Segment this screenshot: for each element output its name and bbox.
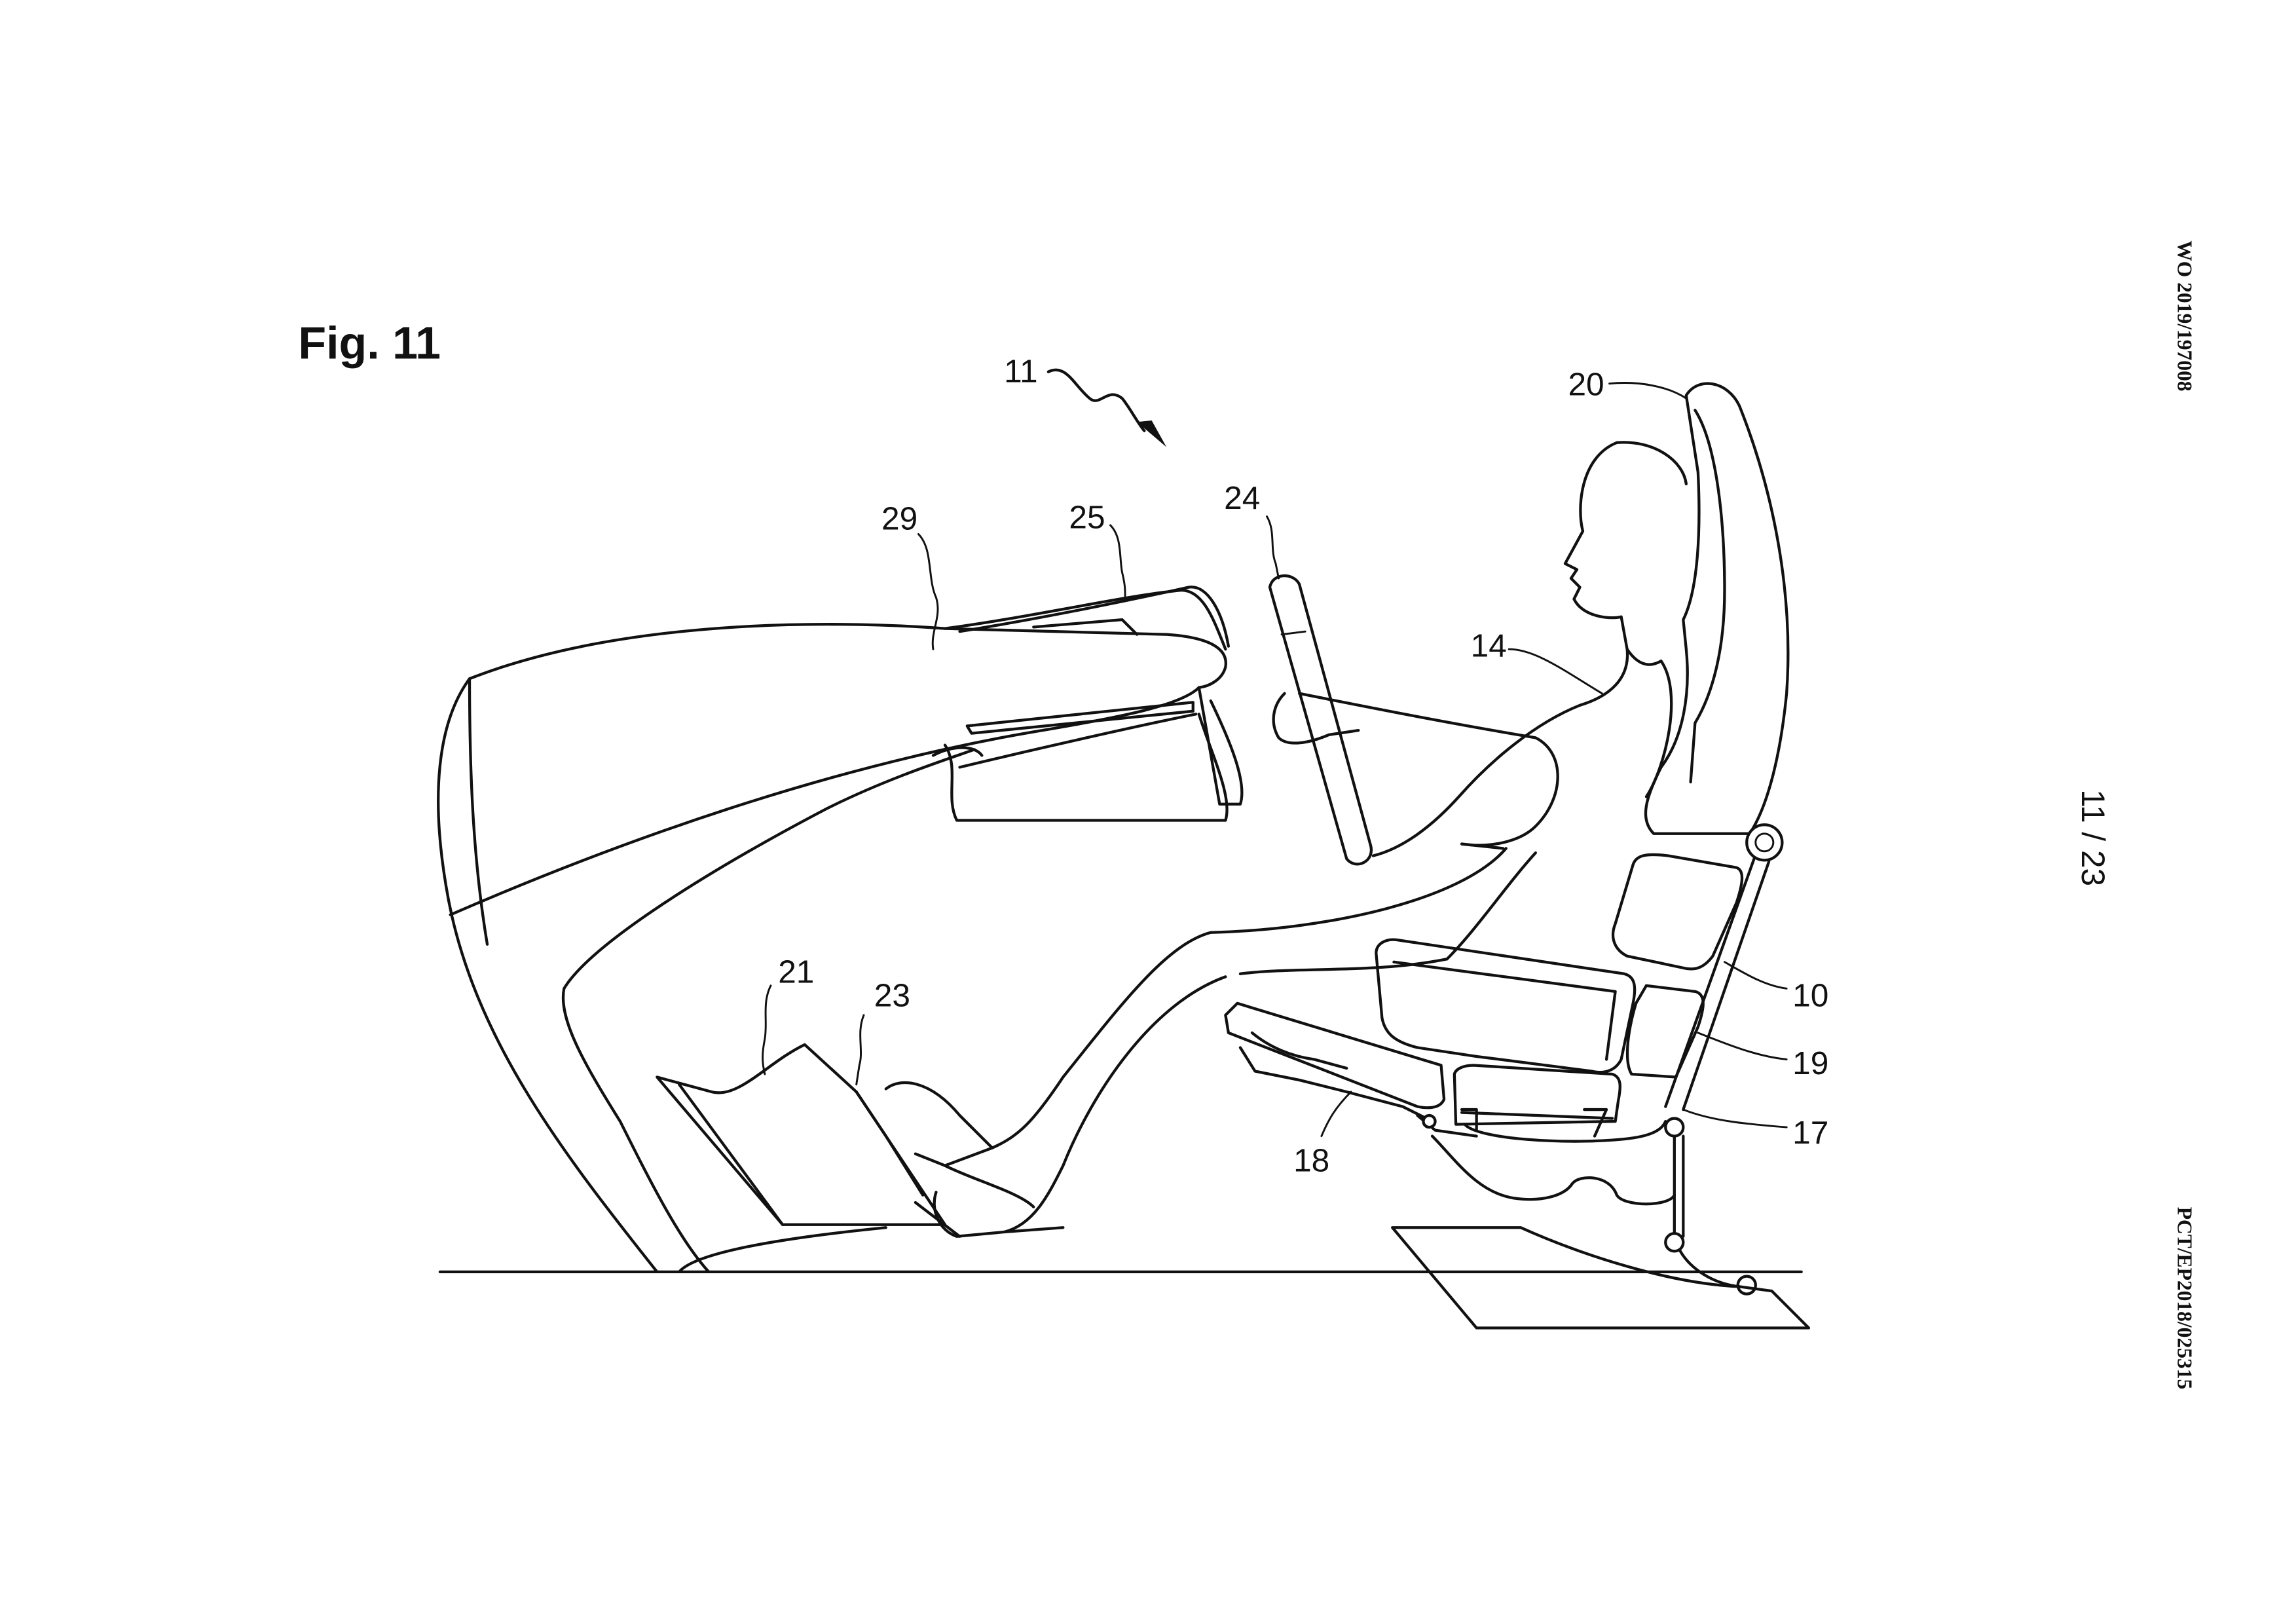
assembly-leader xyxy=(1046,368,1146,432)
seat-base xyxy=(1224,1001,1676,1206)
dashboard xyxy=(958,586,1231,648)
floor-plate xyxy=(1391,1226,1811,1330)
figure-title: Fig. 11 xyxy=(298,317,441,368)
ref-numeral-25: 25 xyxy=(1069,498,1105,535)
ref-numeral-21: 21 xyxy=(778,953,814,990)
ref-numeral-29: 29 xyxy=(881,500,917,537)
ref-numeral-24: 24 xyxy=(1224,479,1260,516)
ref-numeral-11: 11 xyxy=(1004,352,1037,389)
occupant xyxy=(884,441,1688,1238)
publication-number: WO 2019/197008 xyxy=(2174,240,2196,391)
assembly-arrowhead xyxy=(1137,420,1167,447)
cockpit-shell xyxy=(437,588,1244,1273)
seat-cushions xyxy=(1375,853,1744,1079)
page-number: 11 / 23 xyxy=(2075,789,2111,886)
ref-numeral-19: 19 xyxy=(1792,1045,1828,1081)
ref-numeral-17: 17 xyxy=(1792,1114,1828,1151)
pedal-box xyxy=(656,1043,947,1226)
ref-numeral-10: 10 xyxy=(1792,977,1828,1013)
ref-numeral-23: 23 xyxy=(874,977,910,1013)
ref-numeral-14: 14 xyxy=(1471,627,1507,663)
application-number: PCT/EP2018/025315 xyxy=(2174,1207,2196,1390)
ref-numeral-20: 20 xyxy=(1568,366,1604,403)
steering-wheel xyxy=(1268,574,1373,866)
ref-numeral-18: 18 xyxy=(1293,1142,1329,1179)
leader-lines xyxy=(762,382,1788,1138)
seat-backrest xyxy=(1644,382,1790,835)
